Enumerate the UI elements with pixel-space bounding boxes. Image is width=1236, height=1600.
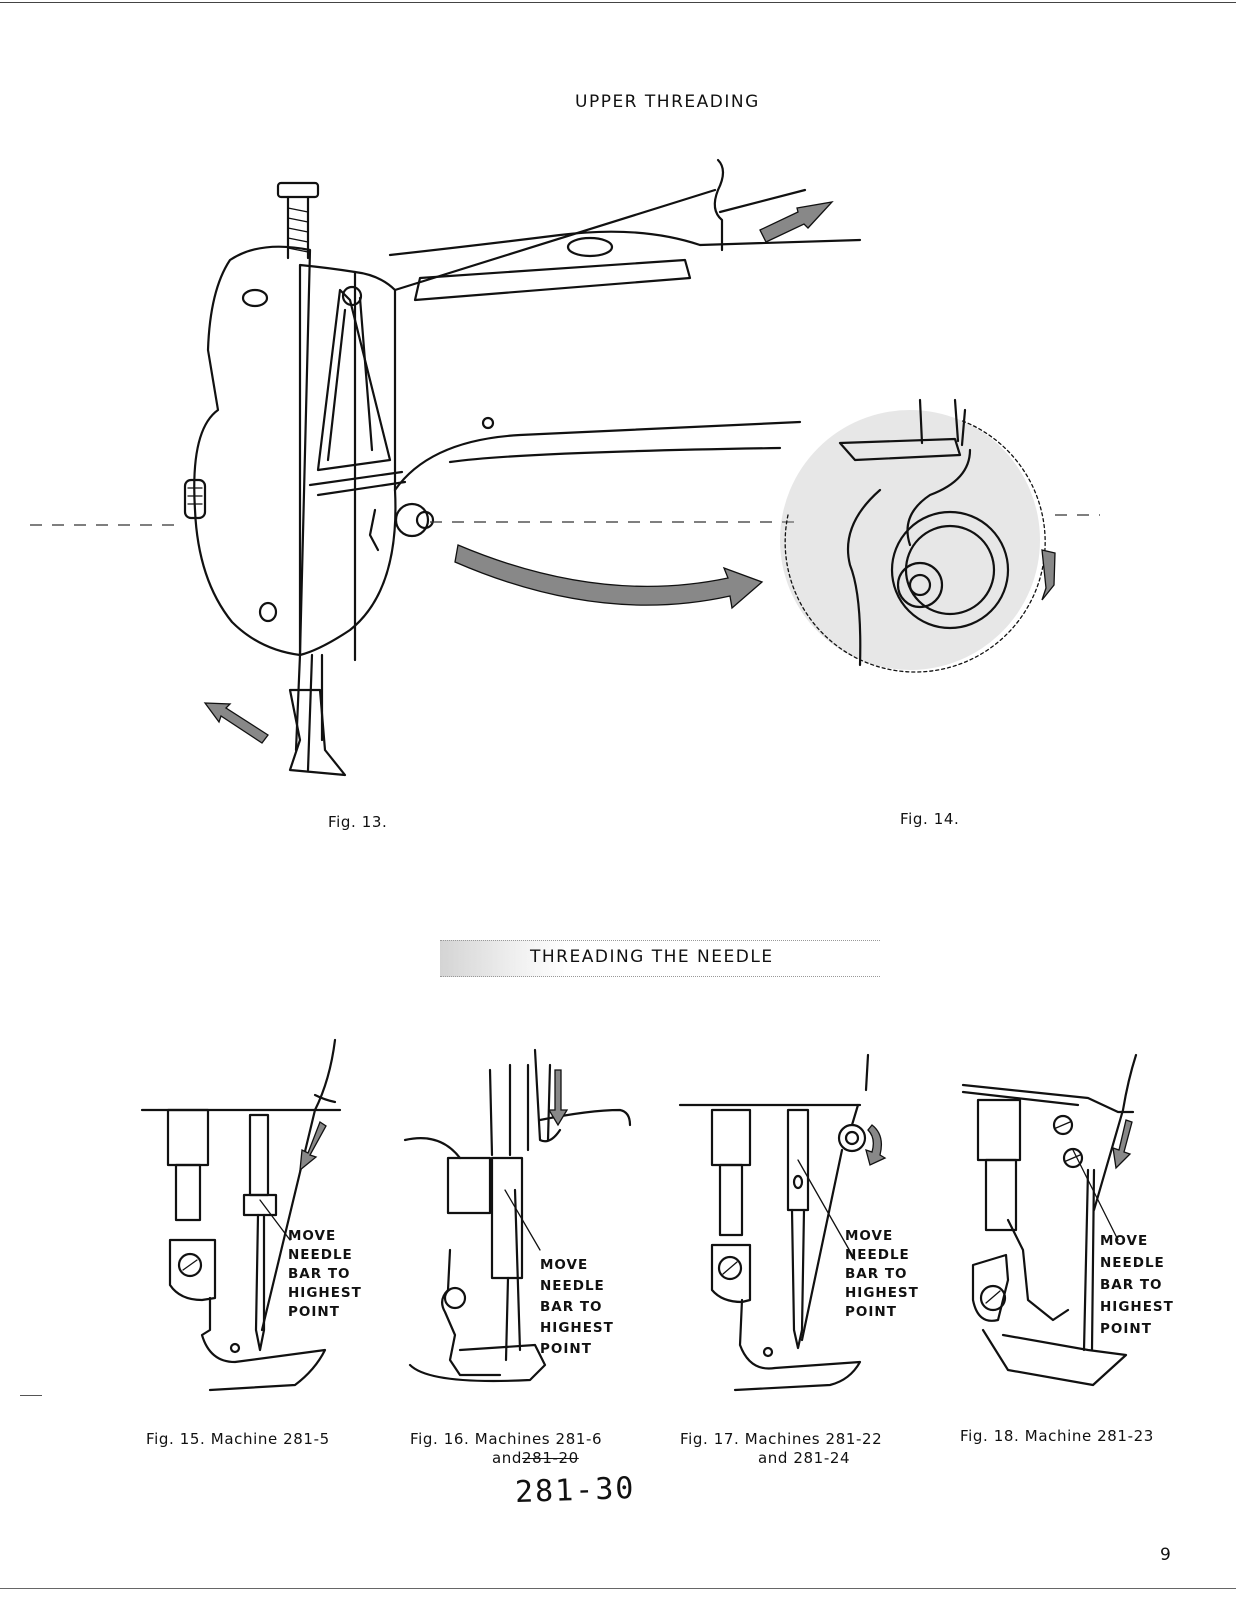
fig16-illustration: [403, 1048, 632, 1383]
take-up-lever: [308, 285, 407, 497]
machine-arm: [388, 158, 862, 492]
fig18-illustration: [961, 1053, 1138, 1387]
fig16-caption-and: and: [492, 1449, 523, 1467]
fig17-caption-line2: and 281-24: [758, 1449, 851, 1467]
page-number: 9: [1160, 1545, 1172, 1565]
fig13-illustration: [30, 158, 862, 777]
fig15-caption: Fig. 15. Machine 281-5: [146, 1430, 330, 1448]
down-arrow-icon: [1112, 1119, 1133, 1170]
rotate-arrow-icon: [865, 1124, 887, 1166]
fig14-caption: Fig. 14.: [900, 810, 960, 828]
section-title-bar: [440, 940, 880, 977]
rotate-arrow-icon: [1041, 549, 1056, 601]
section-title-upper-threading: UPPER THREADING: [575, 92, 760, 112]
bottom-border: [0, 1588, 1236, 1589]
fig14-illustration: [780, 398, 1100, 673]
fig13-caption: Fig. 13.: [328, 813, 388, 831]
fig17-illustration: [678, 1053, 887, 1392]
down-arrow-icon: [299, 1121, 327, 1172]
fig18-callout: MOVE NEEDLE BAR TO HIGHEST POINT: [1100, 1233, 1174, 1337]
fig17-caption: Fig. 17. Machines 281-22: [680, 1430, 883, 1448]
machine-head: [183, 181, 397, 662]
bottom-left-mark: [20, 1395, 42, 1396]
down-arrow-icon: [547, 1069, 569, 1127]
fig16-callout: MOVE NEEDLE BAR TO HIGHEST POINT: [540, 1257, 614, 1357]
section-title-threading-needle: THREADING THE NEEDLE: [530, 947, 774, 967]
fig17-callout: MOVE NEEDLE BAR TO HIGHEST POINT: [845, 1228, 919, 1320]
fig18-caption: Fig. 18. Machine 281-23: [960, 1427, 1154, 1445]
magnifier-circle: [780, 410, 1040, 670]
arrow-to-fig14: [454, 544, 764, 610]
fig16-handwritten-note: 281-30: [514, 1470, 636, 1511]
fig16-caption-line2: and281-20: [492, 1449, 579, 1467]
fig15-callout: MOVE NEEDLE BAR TO HIGHEST POINT: [288, 1228, 362, 1320]
fig16-caption-struck: 281-20: [522, 1449, 579, 1467]
tension-assembly: [368, 502, 435, 552]
needle-and-presser-foot: [288, 653, 347, 777]
fig15-illustration: [140, 1038, 342, 1392]
arrow-to-foot: [203, 702, 269, 744]
fig16-caption: Fig. 16. Machines 281-6: [410, 1430, 603, 1448]
top-border: [0, 2, 1236, 3]
arrow-to-arm: [759, 201, 834, 243]
